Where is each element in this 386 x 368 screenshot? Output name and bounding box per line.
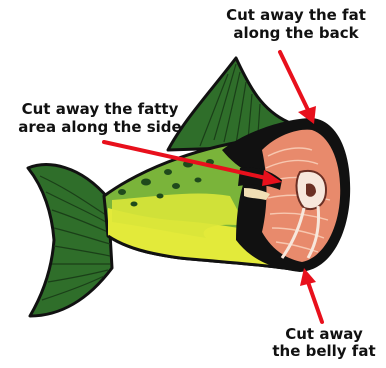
- arrow-back: [280, 52, 316, 124]
- annotation-back-line-1: Cut away the fat: [212, 6, 380, 24]
- annotation-back-line-2: along the back: [212, 24, 380, 42]
- arrow-belly: [300, 268, 322, 322]
- tail-fin: [28, 165, 112, 316]
- annotation-back-fat: Cut away the fat along the back: [212, 6, 380, 42]
- annotation-belly-line-2: the belly fat: [262, 343, 386, 360]
- annotation-side-fat: Cut away the fatty area along the side: [6, 100, 194, 136]
- annotation-belly-line-1: Cut away: [262, 326, 386, 343]
- annotation-side-line-1: Cut away the fatty: [6, 100, 194, 118]
- annotation-side-line-2: area along the side: [6, 118, 194, 136]
- annotation-belly-fat: Cut away the belly fat: [262, 326, 386, 360]
